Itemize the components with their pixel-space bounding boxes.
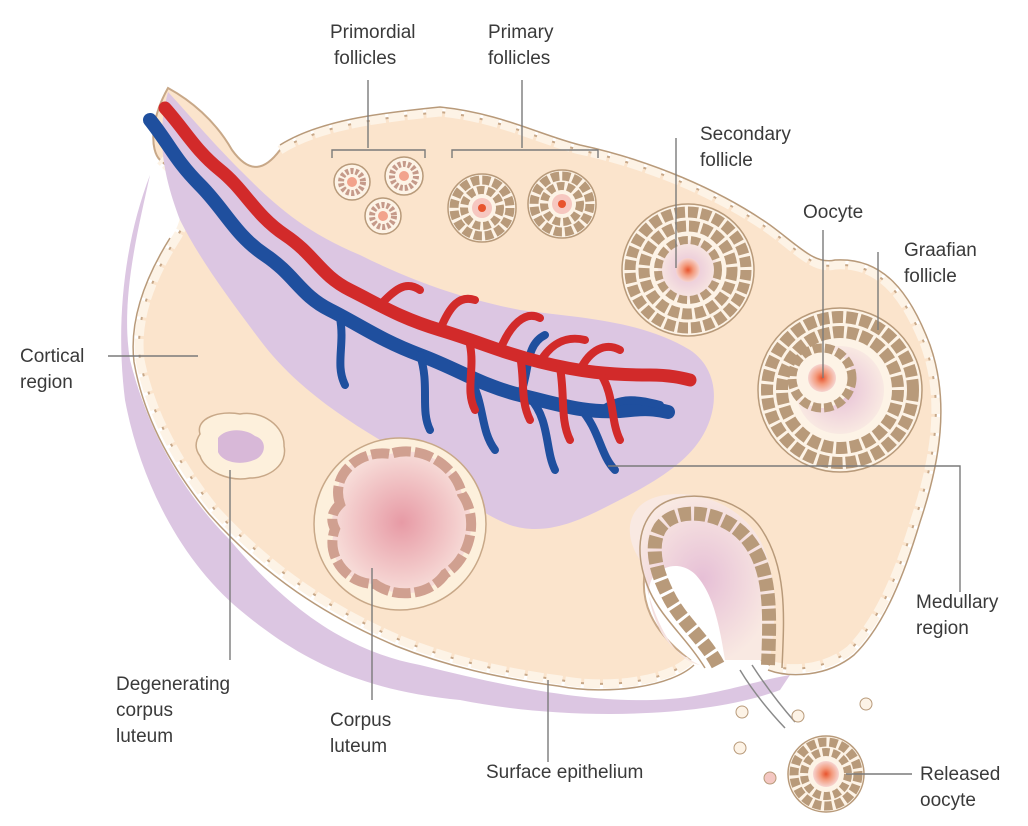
- label-oocyte: Oocyte: [803, 202, 863, 223]
- label-cortical-2: region: [20, 372, 73, 393]
- label-graafian-2: follicle: [904, 266, 957, 287]
- label-degenerating-1: Degenerating: [116, 674, 230, 695]
- label-secondary-2: follicle: [700, 150, 753, 171]
- secondary-follicle: [622, 204, 754, 336]
- label-released-2: oocyte: [920, 790, 976, 811]
- label-released-1: Released: [920, 764, 1000, 785]
- corpus-luteum: [314, 438, 486, 610]
- label-surface: Surface epithelium: [486, 762, 643, 783]
- label-degenerating-2: corpus: [116, 700, 173, 721]
- label-primordial-2: follicles: [334, 48, 396, 69]
- label-graafian-1: Graafian: [904, 240, 977, 261]
- label-medullary-1: Medullary: [916, 592, 999, 613]
- label-cortical-1: Cortical: [20, 346, 84, 367]
- label-degenerating-3: luteum: [116, 726, 173, 747]
- degenerating-corpus-luteum: [196, 413, 284, 479]
- label-primary-1: Primary: [488, 22, 554, 43]
- label-secondary-1: Secondary: [700, 124, 791, 145]
- label-primary-2: follicles: [488, 48, 550, 69]
- label-medullary-2: region: [916, 618, 969, 639]
- label-corpus-1: Corpus: [330, 710, 391, 731]
- label-primordial-1: Primordial: [330, 22, 416, 43]
- graafian-follicle: [758, 308, 922, 472]
- label-corpus-2: luteum: [330, 736, 387, 757]
